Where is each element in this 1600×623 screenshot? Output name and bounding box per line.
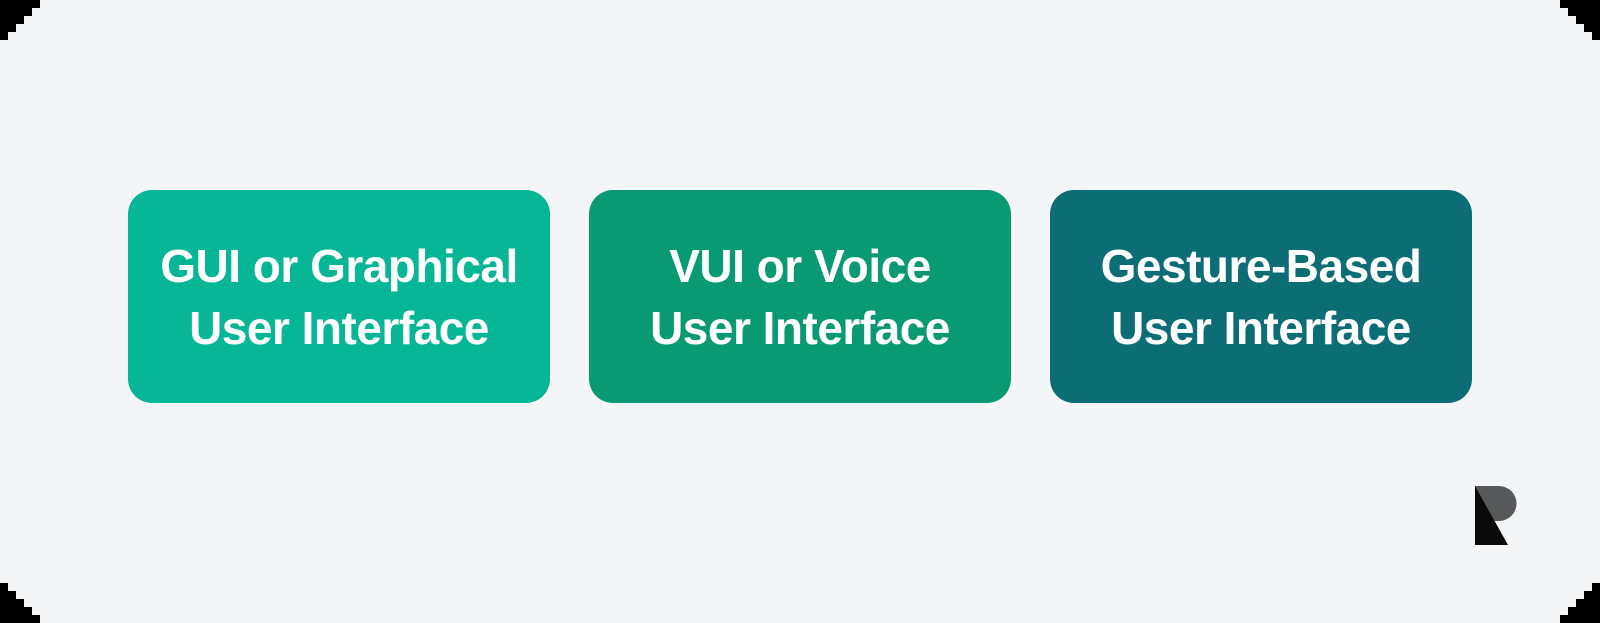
- logo-triangle-shape: [1475, 486, 1508, 545]
- card-gui: GUI or Graphical User Interface: [128, 190, 550, 403]
- card-gesture: Gesture-Based User Interface: [1050, 190, 1472, 403]
- card-vui-line2: User Interface: [650, 301, 950, 354]
- card-gesture-line1: Gesture-Based: [1100, 239, 1422, 292]
- card-gesture-line2: User Interface: [1111, 301, 1411, 354]
- ramotion-r-logo-icon: [1475, 486, 1518, 545]
- card-vui-line1: VUI or Voice: [669, 239, 931, 292]
- ui-types-row: GUI or Graphical User Interface VUI or V…: [128, 190, 1472, 403]
- card-vui: VUI or Voice User Interface: [589, 190, 1011, 403]
- card-gui-line2: User Interface: [189, 301, 489, 354]
- card-gui-line1: GUI or Graphical: [160, 239, 518, 292]
